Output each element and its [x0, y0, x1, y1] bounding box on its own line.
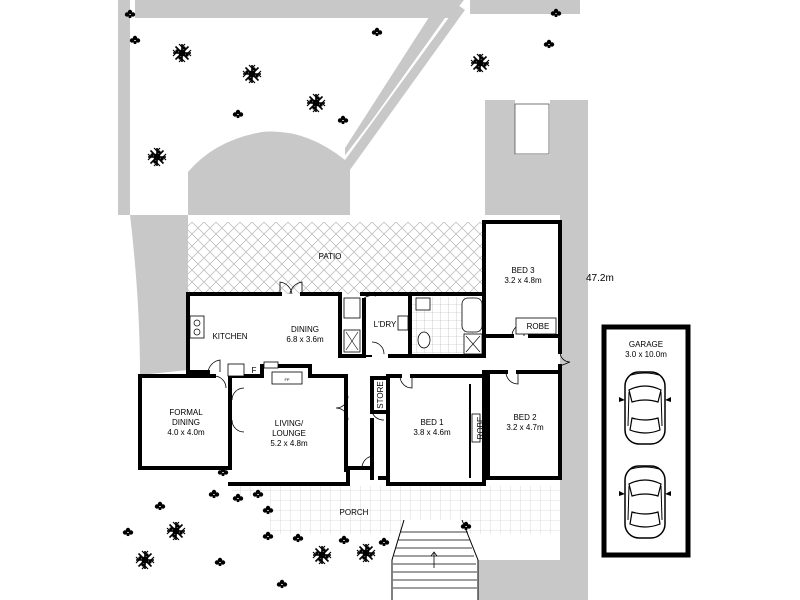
fireplace-mark: FP [284, 377, 289, 382]
car-1 [618, 371, 672, 445]
dimension-label: 47.2m [586, 273, 614, 284]
robe-bed1-label: ROBE [476, 417, 485, 440]
living-size: 5.2 x 4.8m [270, 439, 308, 448]
laundry-label: L'DRY [374, 320, 397, 329]
bed2-size: 3.2 x 4.7m [506, 423, 544, 432]
patio-label: PATIO [319, 252, 342, 261]
living-label-2: LOUNGE [272, 429, 306, 438]
formal-dining-label-1: FORMAL [169, 408, 203, 417]
front-steps [391, 519, 479, 600]
dining-label: DINING [291, 325, 319, 334]
kitchen-label: KITCHEN [212, 332, 247, 341]
car-2 [618, 465, 672, 539]
garage-size: 3.0 x 10.0m [625, 350, 667, 359]
fixtures [189, 297, 557, 443]
house-walls [138, 220, 562, 486]
bed1-label: BED 1 [420, 418, 444, 427]
fridge-mark: F [252, 366, 257, 375]
bed3-label: BED 3 [511, 266, 535, 275]
bed1-size: 3.8 x 4.6m [413, 428, 451, 437]
patio-paving [188, 222, 483, 294]
porch-paving-left [232, 486, 272, 496]
bed2-label: BED 2 [513, 413, 537, 422]
porch-label: PORCH [340, 508, 369, 517]
doors [207, 281, 571, 469]
bed3-size: 3.2 x 4.8m [504, 276, 542, 285]
formal-dining-size: 4.0 x 4.0m [167, 428, 205, 437]
dining-size: 6.8 x 3.6m [286, 335, 324, 344]
robe-bed3-label: ROBE [527, 322, 550, 331]
store-label: STORE [376, 381, 385, 408]
living-label-1: LIVING/ [275, 419, 304, 428]
garage-label: GARAGE [629, 340, 663, 349]
formal-dining-label-2: DINING [172, 418, 200, 427]
